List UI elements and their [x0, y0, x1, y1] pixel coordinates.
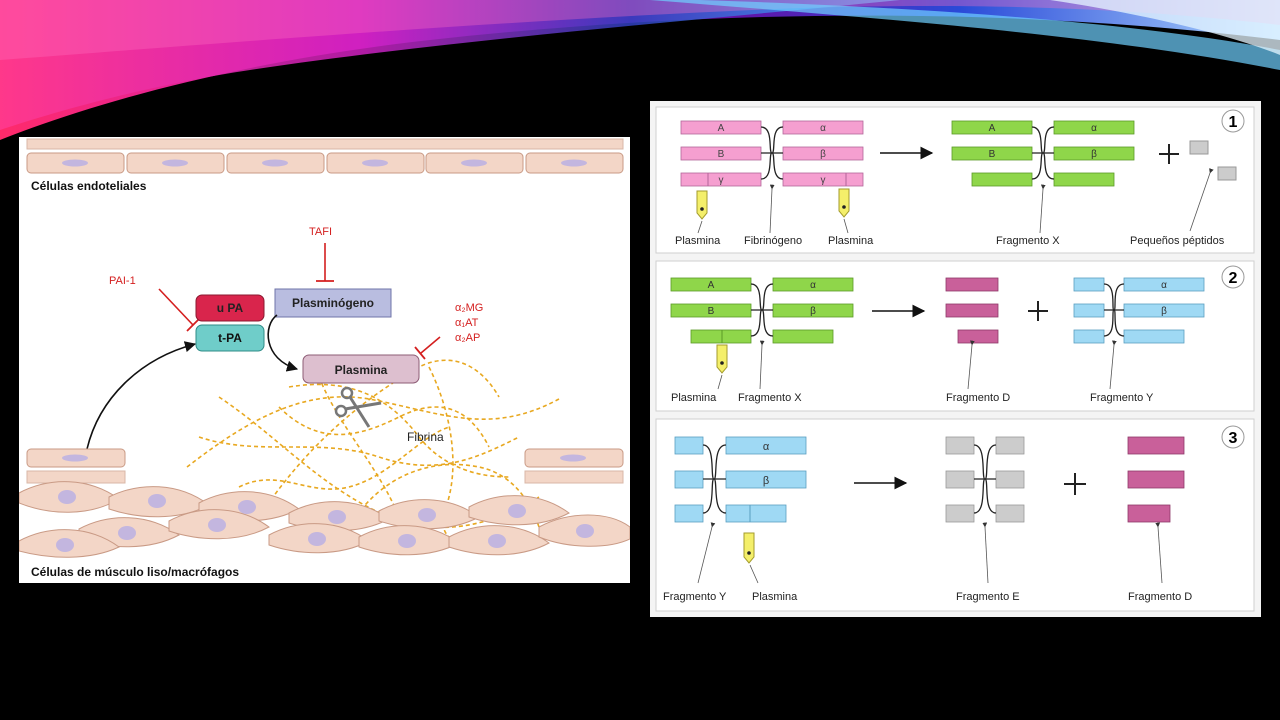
chain-gamma-label: γ — [821, 175, 826, 186]
plasmin-pin-icon — [743, 532, 755, 564]
peptide-block — [1189, 140, 1209, 155]
scissors-icon — [334, 386, 382, 428]
caption-plasmina: Plasmina — [828, 235, 874, 247]
plasmin-label: Plasmina — [335, 363, 388, 377]
plasmin-pin-icon — [838, 188, 850, 218]
upa-node — [195, 294, 265, 322]
upa-label: u PA — [217, 301, 244, 315]
fragment-d-chains — [945, 277, 999, 344]
caption-pequenos-peptidos: Pequeños péptidos — [1130, 235, 1225, 247]
y-chain-beta-label: β — [1161, 306, 1167, 317]
a2ap-label: α₂AP — [455, 332, 480, 344]
x2-chain-alpha-label: α — [810, 280, 816, 291]
step-3-number: 3 — [1229, 430, 1238, 447]
x-chain-a-label: A — [989, 123, 996, 134]
caption-plasmina: Plasmina — [671, 392, 717, 404]
fibrinogen-degradation-diagram: 1 A B γ α β γ — [650, 101, 1261, 617]
fragment-e-chains — [945, 436, 1025, 523]
caption-fragmento-e: Fragmento E — [956, 591, 1020, 603]
tpa-node — [195, 324, 265, 352]
chain-alpha-label: α — [820, 123, 826, 134]
x-chain-b-label: B — [989, 149, 996, 160]
step-2-number: 2 — [1229, 270, 1238, 287]
plasminogen-label: Plasminógeno — [292, 296, 374, 310]
x-chain-alpha-label: α — [1091, 123, 1097, 134]
fibrinolysis-svg: Células endoteliales TAFI PAI-1 u PA t-P… — [19, 138, 630, 579]
caption-plasmina: Plasmina — [752, 591, 798, 603]
caption-fragmento-d: Fragmento D — [946, 392, 1010, 404]
decorative-banner — [0, 0, 1280, 150]
fibrinolysis-diagram: Células endoteliales TAFI PAI-1 u PA t-P… — [19, 137, 630, 583]
caption-fragmento-y: Fragmento Y — [663, 591, 727, 603]
caption-fragmento-x: Fragmento X — [738, 392, 802, 404]
step-1: 1 A B γ α β γ — [655, 106, 1255, 254]
endothelial-label: Células endoteliales — [31, 179, 147, 193]
endothelial-cells — [26, 152, 624, 174]
caption-plasmina: Plasmina — [675, 235, 721, 247]
peptide-block — [1217, 166, 1237, 181]
caption-fragmento-y: Fragmento Y — [1090, 392, 1154, 404]
chain-g-label: γ — [719, 175, 724, 186]
x2-chain-beta-label: β — [810, 306, 816, 317]
y-chain-alpha-label: α — [1161, 280, 1167, 291]
degradation-svg: 1 A B γ α β γ — [655, 106, 1255, 612]
smooth-muscle-cells — [19, 481, 630, 558]
plasminogen-node — [274, 288, 392, 318]
antiplasmin-labels: α₂MG α₁AT α₂AP — [455, 302, 483, 344]
tpa-label: t-PA — [218, 331, 242, 345]
plasmin-pin-icon — [716, 344, 728, 374]
caption-fragmento-d: Fragmento D — [1128, 591, 1192, 603]
step-3: 3 α β Fragmento Y P — [655, 418, 1255, 612]
step-1-number: 1 — [1229, 114, 1238, 131]
step-2: 2 A B α β P — [655, 260, 1255, 412]
chain-a-label: A — [718, 123, 725, 134]
x-chain-beta-label: β — [1091, 149, 1097, 160]
pai1-label: PAI-1 — [109, 275, 136, 287]
x2-chain-b-label: B — [708, 306, 715, 317]
y3-chain-beta-label: β — [763, 475, 769, 487]
y3-chain-alpha-label: α — [763, 441, 770, 453]
fibrin-label: Fibrina — [407, 430, 444, 444]
caption-fragmento-x: Fragmento X — [996, 235, 1060, 247]
tafi-label: TAFI — [309, 226, 332, 238]
a1at-label: α₁AT — [455, 317, 479, 329]
a2mg-label: α₂MG — [455, 302, 483, 314]
chain-b-label: B — [718, 149, 725, 160]
plasmin-pin-icon — [696, 190, 708, 220]
chain-beta-label: β — [820, 149, 826, 160]
fragment-d-chains — [1127, 436, 1185, 523]
x2-chain-a-label: A — [708, 280, 715, 291]
plasmin-node — [302, 354, 420, 384]
caption-fibrinogeno: Fibrinógeno — [744, 235, 802, 247]
smooth-muscle-label: Células de músculo liso/macrófagos — [31, 565, 239, 579]
